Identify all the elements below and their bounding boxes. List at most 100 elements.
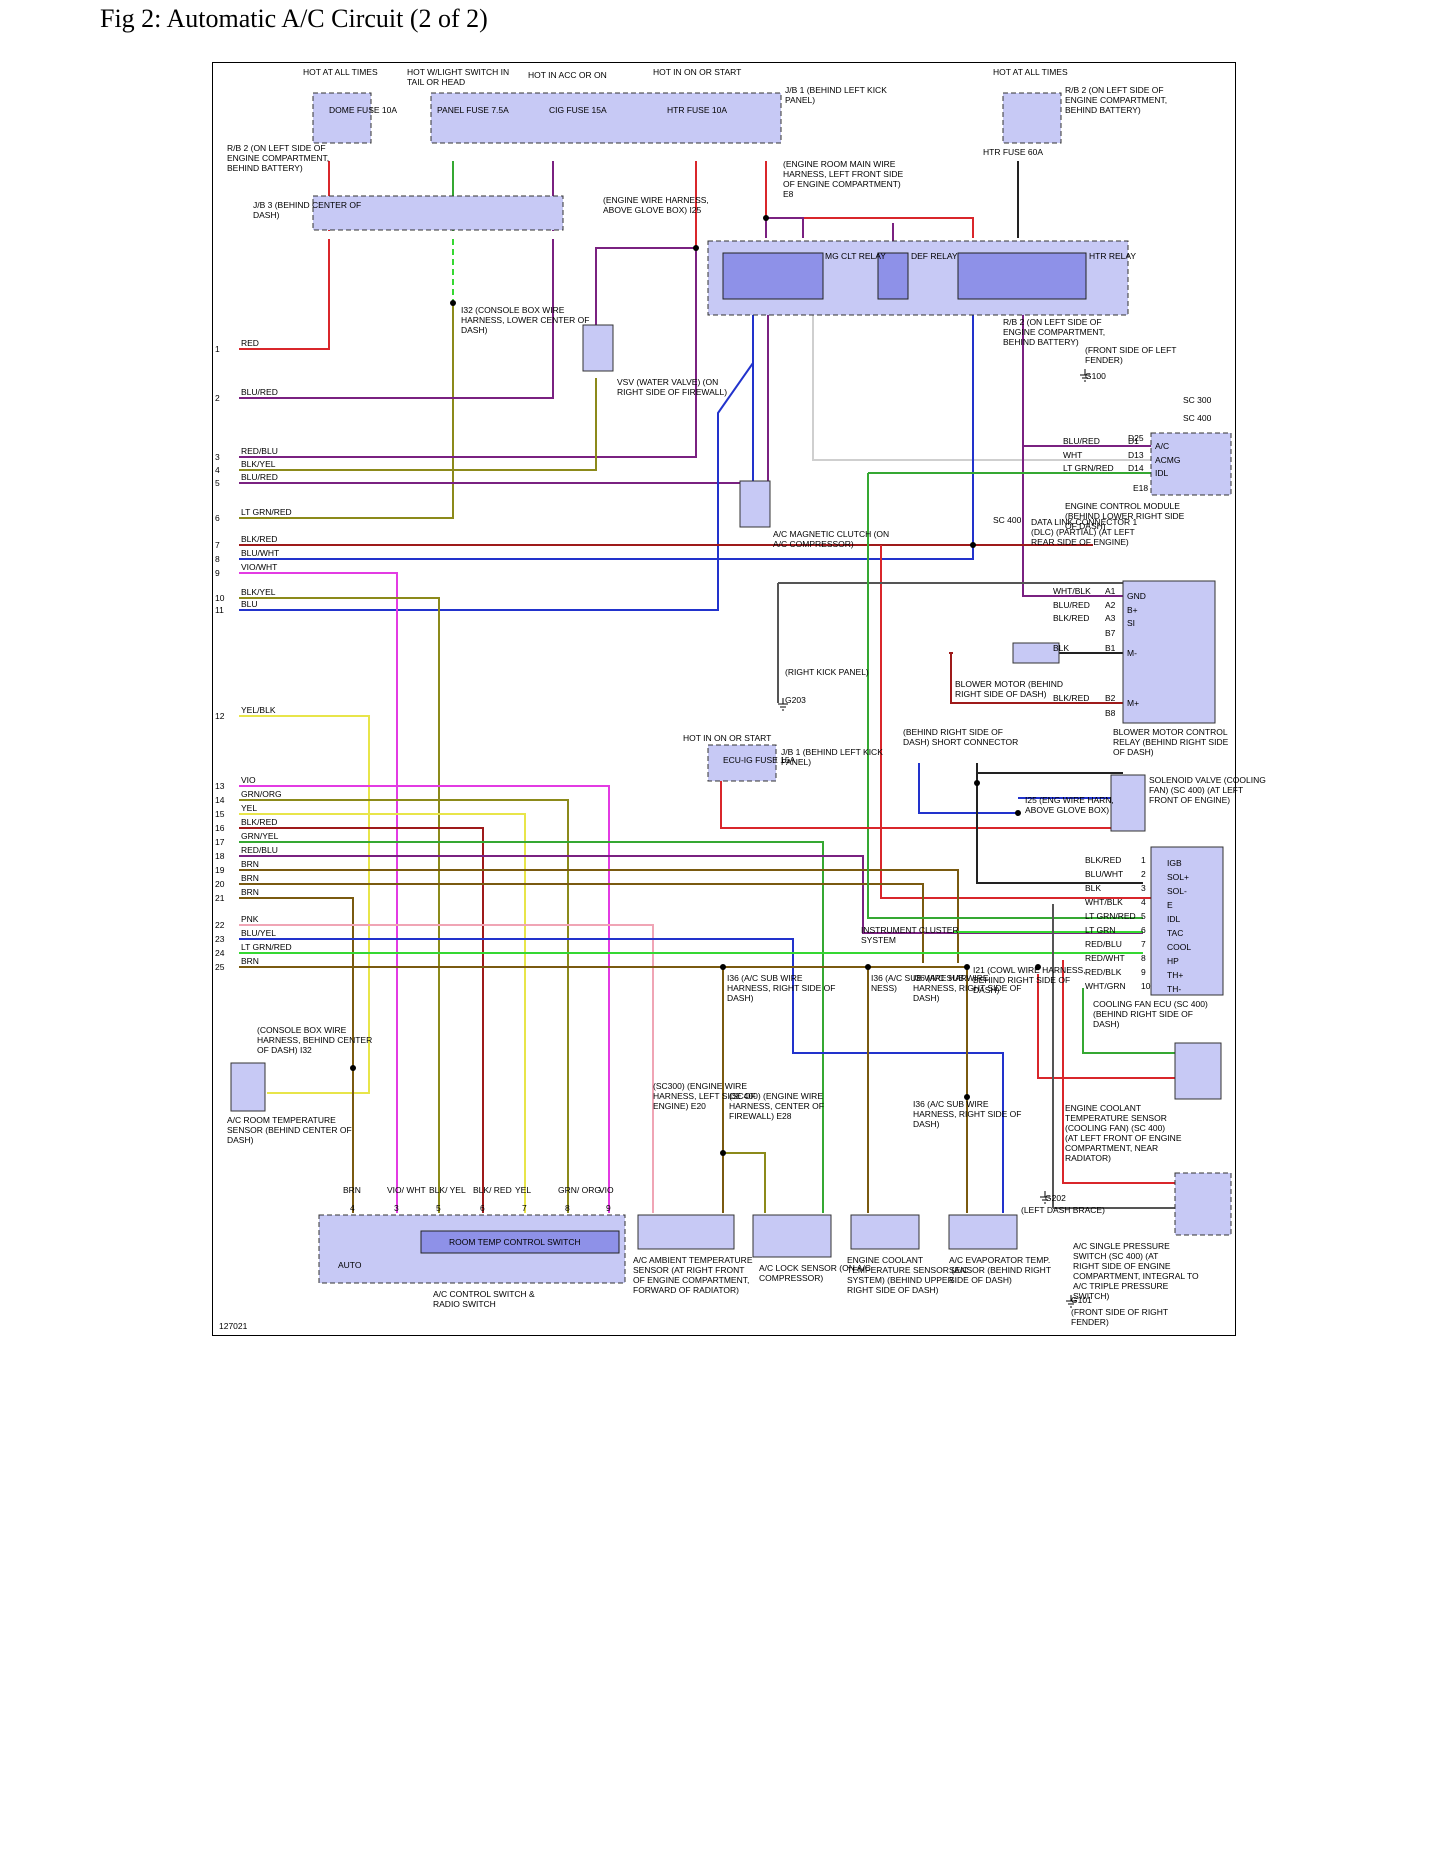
left-pin-label-20: BRN	[241, 873, 259, 883]
wire-redblk-th	[1037, 974, 1183, 1079]
blower-pin-name: GND	[1127, 591, 1146, 601]
blower-pin-id: B7	[1105, 628, 1116, 638]
switch-pin-id: 9	[606, 1203, 611, 1213]
fan-pin-wire: RED/BLK	[1085, 967, 1122, 977]
fan-pin-id: 9	[1141, 967, 1146, 977]
left-pin-label-11: BLU	[241, 599, 258, 609]
fan-pin-wire: BLU/WHT	[1085, 869, 1123, 879]
vsv-box	[582, 324, 614, 372]
wire-blured-2	[239, 239, 554, 399]
g202-label: G202	[1045, 1193, 1066, 1203]
splice-dot-i21	[1035, 964, 1041, 970]
htr-relay-inner	[957, 252, 1087, 300]
wire-brn-20	[239, 883, 924, 963]
left-pin-23: 23	[215, 934, 225, 944]
blower-pin-name: B+	[1127, 605, 1138, 615]
left-pin-label-22: PNK	[241, 914, 259, 924]
pressure-sw-box	[1174, 1172, 1232, 1236]
sc400-label: SC 400	[993, 515, 1022, 525]
wire-brn-e20	[723, 1152, 766, 1213]
left-pin-25: 25	[215, 962, 225, 972]
ground-symbol	[778, 698, 788, 711]
switch-pin-id: 7	[522, 1203, 527, 1213]
cig-fuse-label: CIG FUSE 15A	[549, 105, 607, 115]
left-pin-label-5: BLU/RED	[241, 472, 278, 482]
fan-pin-name: IGB	[1167, 858, 1182, 868]
left-pin-6: 6	[215, 513, 220, 523]
left-pin-16: 16	[215, 823, 225, 833]
def-relay-inner	[877, 252, 909, 300]
left-pin-label-9: VIO/WHT	[241, 562, 277, 572]
blower-pin-id: A3	[1105, 613, 1116, 623]
ecm-box	[1150, 432, 1232, 496]
left-pin-10: 10	[215, 593, 225, 603]
switch-wire-label: BLK/ YEL	[429, 1185, 466, 1195]
switch-wire-label: GRN/ ORG	[558, 1185, 601, 1195]
room-temp-switch-inner	[420, 1230, 620, 1254]
g202-note: (LEFT DASH BRACE)	[1021, 1205, 1105, 1215]
wire-blkred-16	[239, 827, 484, 1213]
dlc-label: DATA LINK CONNECTOR 1(DLC) (PARTIAL) (AT…	[1031, 517, 1138, 547]
ecm-pin-name: A/C	[1155, 441, 1169, 451]
ecu-ig-label: ECU-IG FUSE 15A	[723, 755, 796, 765]
fan-pin-name: SOL-	[1167, 886, 1187, 896]
panel-fuse-label: PANEL FUSE 7.5A	[437, 105, 509, 115]
wire-blkyel-10	[239, 597, 440, 1213]
left-pin-4: 4	[215, 465, 220, 475]
ecm-pin-id: D13	[1128, 450, 1144, 460]
ecm-pin-wire: BLU/RED	[1063, 436, 1100, 446]
wire-whtblk-a1	[777, 582, 1123, 703]
wire-whtgrn-th	[1082, 988, 1183, 1054]
figure-title: Fig 2: Automatic A/C Circuit (2 of 2)	[100, 4, 488, 33]
switch-pin-id: 3	[394, 1203, 399, 1213]
wire-whtblk-e	[1052, 904, 1183, 1209]
fan-pin-wire: RED/WHT	[1085, 953, 1125, 963]
wire-blu-relay	[239, 303, 754, 611]
left-pin-label-16: BLK/RED	[241, 817, 277, 827]
clutch-box	[739, 480, 771, 528]
splice-dot-e20	[720, 1150, 726, 1156]
jb1-fuse-box	[430, 92, 782, 144]
left-pin-22: 22	[215, 920, 225, 930]
fan-pin-id: 5	[1141, 911, 1146, 921]
i21-label: I21 (COWL WIRE HARNESS,BEHIND RIGHT SIDE…	[973, 965, 1086, 995]
left-pin-14: 14	[215, 795, 225, 805]
splice-dot-i36a	[720, 964, 726, 970]
fan-pin-name: SOL+	[1167, 872, 1189, 882]
switch-pin-id: 8	[565, 1203, 570, 1213]
fan-pin-wire: BLK/RED	[1085, 855, 1121, 865]
wire-wht-acmg	[812, 303, 1155, 461]
blower-pin-id: B8	[1105, 708, 1116, 718]
ecm-pin-name: IDL	[1155, 468, 1169, 478]
fan-pin-name: E	[1167, 900, 1173, 910]
wire-pnk-22	[239, 924, 654, 1213]
left-pin-label-17: GRN/YEL	[241, 831, 279, 841]
left-pin-label-10: BLK/YEL	[241, 587, 276, 597]
wire-redblu-3	[239, 248, 697, 458]
wiring-diagram-canvas: HOT AT ALL TIMES HOT W/LIGHT SWITCH INTA…	[215, 67, 1266, 1331]
fan-pin-id: 10	[1141, 981, 1151, 991]
wire-brn-21	[239, 897, 354, 1213]
splice-dot-i32b	[350, 1065, 356, 1071]
i25-eng-label: (ENGINE WIRE HARNESS,ABOVE GLOVE BOX) I2…	[603, 195, 709, 215]
left-pin-label-12: YEL/BLK	[241, 705, 276, 715]
blower-pin-id: A2	[1105, 600, 1116, 610]
wire-redblu-vsv	[595, 247, 696, 328]
left-pin-3: 3	[215, 452, 220, 462]
g203-label: G203	[785, 695, 806, 705]
ect-ac-box	[850, 1214, 920, 1250]
left-pin-13: 13	[215, 781, 225, 791]
